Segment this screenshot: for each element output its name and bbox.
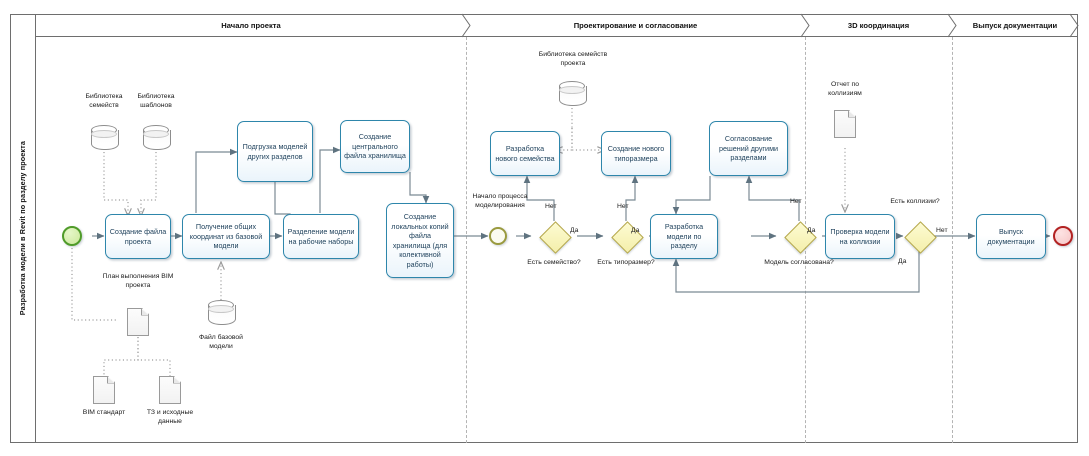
flow-label-g2-no: Нет xyxy=(617,203,629,210)
task-clash-check[interactable]: Проверка модели на коллизии xyxy=(825,214,895,259)
task-develop-section-model[interactable]: Разработка модели по разделу xyxy=(650,214,718,259)
start-event[interactable] xyxy=(62,226,82,246)
task-load-other-models[interactable]: Подгрузка моделей других разделов xyxy=(237,121,313,182)
data-object-clash-report-label: Отчет по коллизиям xyxy=(828,81,862,98)
task-create-new-type[interactable]: Создание нового типоразмера xyxy=(601,131,671,176)
data-object-bim-standard-label: BIM стандарт xyxy=(82,409,126,416)
pool-label: Разработка модели в Revit по разделу про… xyxy=(10,14,36,443)
flow-label-g3-yes: Да xyxy=(807,227,816,234)
task-create-central-file[interactable]: Создание центрального файла хранилища xyxy=(340,120,410,173)
gateway-clashes-exist-label: Есть коллизии? xyxy=(890,198,940,205)
gateway-family-exists-label: Есть семейство? xyxy=(527,259,581,266)
task-develop-new-family[interactable]: Разработка нового семейства xyxy=(490,131,560,176)
data-object-tz-source-data-label: ТЗ и исходные данные xyxy=(146,409,194,426)
gateway-family-exists[interactable] xyxy=(538,220,572,254)
phase-divider-3 xyxy=(952,37,953,443)
flow-label-g2-yes: Да xyxy=(631,227,640,234)
pool-label-text: Разработка модели в Revit по разделу про… xyxy=(18,141,27,316)
task-split-worksets[interactable]: Разделение модели на рабочие наборы xyxy=(283,214,359,259)
task-get-shared-coordinates[interactable]: Получение общих координат из базовой мод… xyxy=(182,214,270,259)
flow-label-g4-no: Нет xyxy=(936,227,948,234)
phase-header-design-approval: Проектирование и согласование xyxy=(466,14,805,37)
task-release-documentation[interactable]: Выпуск документации xyxy=(976,214,1046,259)
data-store-family-library xyxy=(91,125,119,152)
flow-label-g4-yes: Да xyxy=(898,258,907,265)
data-object-clash-report xyxy=(834,110,856,138)
phase-header-docs-release: Выпуск документации xyxy=(952,14,1078,37)
task-create-project-file[interactable]: Создание файла проекта xyxy=(105,214,171,259)
gateway-clashes-exist[interactable] xyxy=(903,220,937,254)
data-store-family-library-label: Библиотека семейств xyxy=(85,93,123,110)
end-event[interactable] xyxy=(1053,226,1073,246)
gateway-type-exists[interactable] xyxy=(610,220,644,254)
phase-label: Начало проекта xyxy=(221,20,281,30)
data-store-template-library-label: Библиотека шаблонов xyxy=(137,93,175,110)
phase-label: Выпуск документации xyxy=(972,20,1058,30)
data-object-bim-execution-plan xyxy=(127,308,149,336)
data-store-base-model-file xyxy=(208,300,236,327)
data-object-tz-source-data xyxy=(159,376,181,404)
data-store-project-family-library-label: Библиотека семейств проекта xyxy=(538,51,608,68)
phase-label: 3D координация xyxy=(847,20,910,30)
phase-header-start-project: Начало проекта xyxy=(36,14,466,37)
data-object-bim-standard xyxy=(93,376,115,404)
intermediate-event-label: Начало процесса моделирования xyxy=(472,193,528,210)
flow-label-g1-yes: Да xyxy=(570,227,579,234)
phase-divider-1 xyxy=(466,37,467,443)
intermediate-event-modeling[interactable] xyxy=(489,227,507,245)
task-approve-with-other-sections[interactable]: Согласование решений другими разделами xyxy=(709,121,788,176)
phase-label: Проектирование и согласование xyxy=(573,20,698,30)
phase-header-coordination-3d: 3D координация xyxy=(805,14,952,37)
data-store-template-library xyxy=(143,125,171,152)
flow-label-g1-no: Нет xyxy=(545,203,557,210)
gateway-type-exists-label: Есть типоразмер? xyxy=(597,259,655,266)
task-create-local-copies[interactable]: Создание локальных копий файла хранилища… xyxy=(386,203,454,278)
data-store-project-family-library xyxy=(559,81,587,108)
data-object-bim-execution-plan-label: План выполнения BIM проекта xyxy=(102,273,174,290)
gateway-model-approved[interactable] xyxy=(783,220,817,254)
flow-label-g3-no: Нет xyxy=(790,198,802,205)
gateway-model-approved-label: Модель согласована? xyxy=(764,259,834,266)
data-store-base-model-file-label: Файл базовой модели xyxy=(199,334,243,351)
